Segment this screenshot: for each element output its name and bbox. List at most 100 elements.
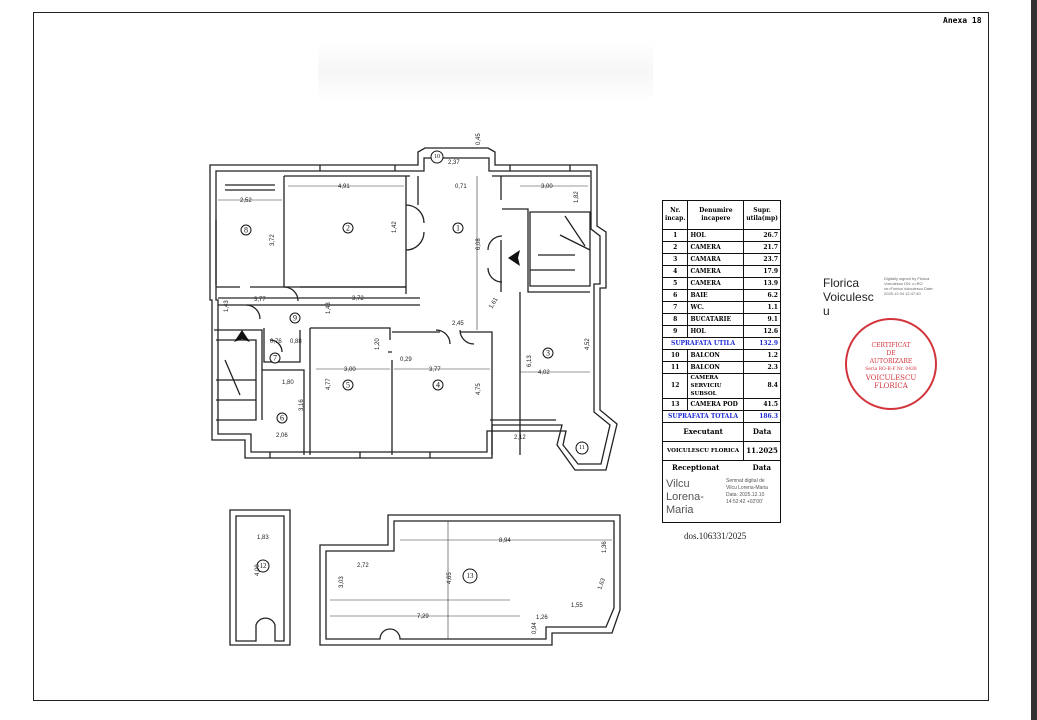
dimension-label: 3,72 — [352, 296, 364, 302]
dimension-label: 4,91 — [338, 184, 350, 190]
dimension-label: 1,80 — [282, 380, 294, 386]
cell-name: CAMERA POD — [687, 398, 745, 411]
dimension-label: 3,03 — [339, 576, 345, 588]
dimension-label: 3,00 — [541, 184, 553, 190]
room-number: 12 — [260, 562, 268, 570]
useful-area-label: SUPRAFATA UTILA — [661, 337, 745, 350]
useful-area-value: 132.9 — [743, 337, 781, 350]
executant-date-label: Data — [743, 422, 781, 442]
table-header: Nr. incap. Denumire incapere Supr. utila… — [661, 200, 781, 230]
room-number: 8 — [244, 226, 248, 235]
dimension-labels: 2,37 0,45 4,91 0,71 3,00 1,82 2,52 3,72 … — [224, 133, 608, 634]
redacted-header — [318, 42, 653, 102]
cell-area: 1.1 — [743, 301, 781, 314]
dimension-label: 6,13 — [527, 355, 533, 367]
total-area-value: 186.3 — [743, 410, 781, 423]
room-number: 2 — [346, 224, 350, 233]
dimension-label: 4,65 — [447, 572, 453, 584]
cell-nr: 13 — [661, 398, 689, 411]
cell-area: 26.7 — [743, 229, 781, 242]
cell-area: 13.9 — [743, 277, 781, 290]
dimension-label: 1,61 — [489, 296, 500, 310]
dimension-label: 4,77 — [326, 378, 332, 390]
dimension-label: 6,08 — [476, 238, 482, 250]
total-area-label: SUPRAFATA TOTALA — [661, 410, 745, 423]
dimension-label: 4,52 — [585, 338, 591, 350]
dimension-label: 2,06 — [276, 433, 288, 439]
cell-area: 2.3 — [743, 361, 781, 374]
room-number: 10 — [434, 154, 440, 160]
receptionat-signature-name: Vilcu Lorena-Maria — [666, 478, 704, 516]
cell-name: CAMERA — [687, 241, 745, 254]
dimension-label: 7,29 — [417, 614, 429, 620]
dimension-label: 0,76 — [270, 339, 282, 345]
room-number: 13 — [467, 572, 475, 580]
header-nr: Nr. incap. — [661, 200, 689, 230]
cell-area: 12.6 — [743, 325, 781, 338]
annex-label: Anexa 18 — [943, 16, 982, 25]
surface-table: Nr. incap. Denumire incapere Supr. utila… — [661, 200, 781, 523]
file-number: dos.106331/2025 — [684, 531, 747, 541]
cell-area: 41.5 — [743, 398, 781, 411]
header-name: Denumire incapere — [687, 200, 745, 230]
cell-name: HOL — [687, 325, 745, 338]
cell-name: CAMERA SERVICIU SUBSOL — [687, 373, 745, 399]
dimension-label: 3,16 — [299, 399, 305, 411]
dimension-label: 1,42 — [392, 221, 398, 233]
dimension-label: 1,63 — [597, 577, 607, 591]
dimension-label: 3,77 — [429, 367, 441, 373]
executant-header-row: Executant Data — [661, 422, 781, 442]
cell-name: BUCATARIE — [687, 313, 745, 326]
dimension-label: 4,02 — [538, 370, 550, 376]
cell-area: 21.7 — [743, 241, 781, 254]
dimension-label: 1,43 — [326, 302, 332, 314]
dimension-label: 1,26 — [536, 615, 548, 621]
executant-digital-signature: Digitally signed by Florica Voiculescu D… — [884, 276, 934, 296]
cell-nr: 3 — [661, 253, 689, 266]
dimension-label: 2,72 — [357, 563, 369, 569]
cell-nr: 7 — [661, 301, 689, 314]
dimension-label: 2,45 — [452, 321, 464, 327]
receptionat-label: Receptionat — [672, 463, 720, 472]
room-number: 7 — [273, 354, 277, 363]
room-number: 5 — [346, 381, 350, 390]
cell-nr: 1 — [661, 229, 689, 242]
cell-name: BALCON — [687, 349, 745, 362]
dimension-label: 0,88 — [290, 339, 302, 345]
dimension-label: 0,45 — [476, 133, 482, 145]
cell-name: CAMERA — [687, 277, 745, 290]
dimension-label: 1,82 — [574, 191, 580, 203]
room-numbers: 1 2 3 4 5 6 7 8 9 10 11 12 13 — [244, 154, 585, 580]
cell-name: BAIE — [687, 289, 745, 302]
dimension-label: 1,55 — [571, 603, 583, 609]
cell-nr: 2 — [661, 241, 689, 254]
dimension-label: 8,94 — [499, 538, 511, 544]
dimension-label: 3,72 — [270, 234, 276, 246]
useful-area-row: SUPRAFATA UTILA 132.9 — [661, 337, 781, 350]
dimension-label: 1,36 — [602, 541, 608, 553]
cell-nr: 9 — [661, 325, 689, 338]
cell-nr: 11 — [661, 361, 689, 374]
cell-nr: 5 — [661, 277, 689, 290]
room-number: 1 — [456, 224, 460, 233]
receptionat-row: Receptionat Data Vilcu Lorena-Maria Semn… — [662, 460, 781, 523]
direction-arrows — [234, 250, 520, 342]
cell-name: CAMARA — [687, 253, 745, 266]
cell-area: 8.4 — [743, 373, 781, 399]
dimension-label: 4,75 — [476, 383, 482, 395]
cell-name: HOL — [687, 229, 745, 242]
cell-name: CAMERA — [687, 265, 745, 278]
